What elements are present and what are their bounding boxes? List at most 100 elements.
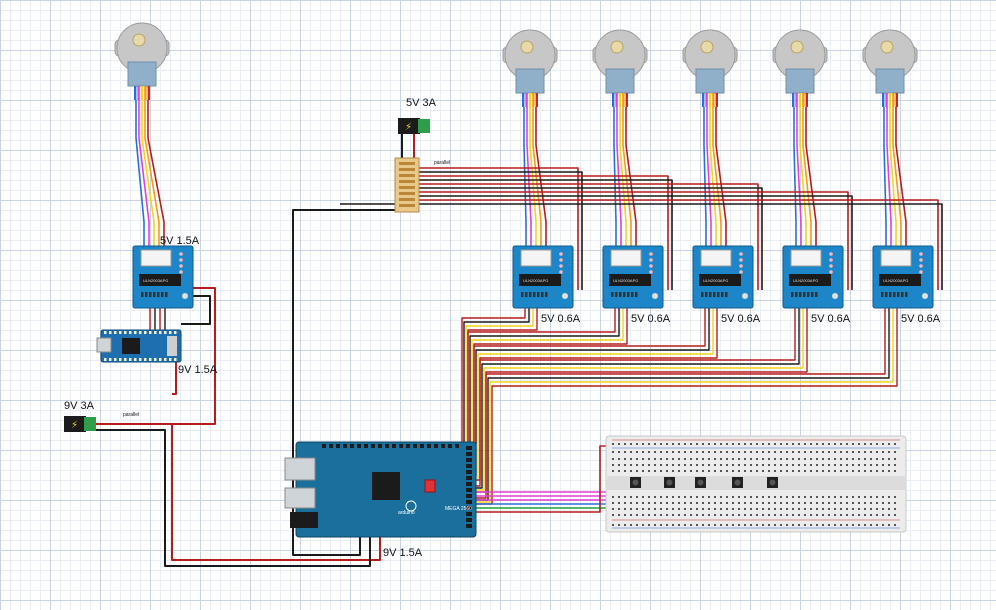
motor-lead-wire xyxy=(144,100,160,256)
breadboard-hole xyxy=(762,458,764,460)
breadboard-hole xyxy=(852,514,854,516)
breadboard-hole xyxy=(834,508,836,510)
breadboard-hole xyxy=(816,443,818,445)
nano-pin xyxy=(139,331,142,334)
stepper-driver-1: ULN2003APG xyxy=(132,245,194,309)
driver-signal-5 xyxy=(466,308,894,503)
driver-power-black-1 xyxy=(419,171,583,290)
stepper-motor-2 xyxy=(502,29,558,107)
mega-header-pin xyxy=(336,444,340,448)
breadboard-hole xyxy=(876,470,878,472)
breadboard-hole xyxy=(858,464,860,466)
motor-shaft xyxy=(610,40,624,54)
breadboard-hole xyxy=(858,496,860,498)
breadboard-hole xyxy=(726,458,728,460)
nano-pin xyxy=(169,358,172,361)
motor-shaft xyxy=(790,40,804,54)
breadboard-hole xyxy=(756,514,758,516)
breadboard-hole xyxy=(876,508,878,510)
breadboard-hole xyxy=(750,508,752,510)
driver-chip xyxy=(139,274,181,286)
arduino-logo-icon xyxy=(405,500,417,512)
driver-motor-connector xyxy=(140,249,172,267)
breadboard-hole xyxy=(846,514,848,516)
motor-wire-housing xyxy=(875,68,905,94)
driver-led xyxy=(739,258,743,262)
nano-pin xyxy=(134,331,137,334)
breadboard-hole xyxy=(618,443,620,445)
breadboard-hole xyxy=(738,508,740,510)
driver-led xyxy=(919,264,923,268)
breadboard-hole xyxy=(744,496,746,498)
breadboard-hole xyxy=(870,502,872,504)
breadboard-hole xyxy=(840,464,842,466)
breadboard-hole xyxy=(870,470,872,472)
breadboard-hole xyxy=(780,508,782,510)
breadboard-hole xyxy=(768,464,770,466)
nano-pin xyxy=(109,331,112,334)
breadboard-hole xyxy=(852,458,854,460)
driver-led xyxy=(829,252,833,256)
breadboard-hole xyxy=(624,508,626,510)
breadboard-hole xyxy=(660,470,662,472)
breadboard-hole xyxy=(750,502,752,504)
breadboard-hole xyxy=(882,443,884,445)
breadboard-hole xyxy=(750,451,752,453)
terminal-screw xyxy=(399,186,415,189)
driver-pin xyxy=(537,292,540,297)
motor-lead xyxy=(622,93,625,107)
mega-header-pin xyxy=(413,444,417,448)
breadboard-hole xyxy=(612,470,614,472)
nano-pin xyxy=(149,331,152,334)
breadboard-hole xyxy=(882,464,884,466)
breadboard-hole xyxy=(828,514,830,516)
breadboard-hole xyxy=(804,443,806,445)
breadboard-hole xyxy=(894,451,896,453)
motor-lead xyxy=(535,93,538,107)
breadboard-hole xyxy=(642,464,644,466)
breadboard-hole xyxy=(708,443,710,445)
breadboard-hole xyxy=(696,464,698,466)
breadboard-hole xyxy=(750,464,752,466)
driver-pin xyxy=(725,292,728,297)
breadboard-hole xyxy=(648,470,650,472)
motor-lead xyxy=(705,93,708,107)
terminal-screw xyxy=(399,162,415,165)
breadboard-hole xyxy=(660,514,662,516)
driver-signal-5 xyxy=(466,308,886,499)
motor-wire-housing xyxy=(605,68,635,94)
breadboard-hole xyxy=(858,458,860,460)
driver-led xyxy=(559,258,563,262)
breadboard-hole xyxy=(882,496,884,498)
breadboard-hole xyxy=(732,451,734,453)
breadboard-hole xyxy=(744,524,746,526)
mega-side-pin xyxy=(466,506,472,510)
breadboard-hole xyxy=(882,524,884,526)
breadboard-hole xyxy=(762,443,764,445)
breadboard-channel xyxy=(606,476,906,490)
nano-pin xyxy=(119,331,122,334)
driver-led xyxy=(649,252,653,256)
terminal-strip-body xyxy=(394,157,420,213)
breadboard-hole xyxy=(648,451,650,453)
breadboard-hole xyxy=(816,514,818,516)
breadboard-hole xyxy=(846,502,848,504)
stepper-motor-4 xyxy=(682,29,738,107)
breadboard-hole xyxy=(780,458,782,460)
breadboard-hole xyxy=(876,451,878,453)
breadboard-hole xyxy=(636,470,638,472)
stepper-driver-3: ULN2003APG xyxy=(602,245,664,309)
breadboard-hole xyxy=(858,443,860,445)
breadboard-hole xyxy=(888,458,890,460)
breadboard-hole xyxy=(648,508,650,510)
breadboard-hole xyxy=(618,502,620,504)
mega-side-pin xyxy=(466,476,472,480)
breadboard-hole xyxy=(834,496,836,498)
breadboard-hole xyxy=(654,496,656,498)
driver-mount-hole xyxy=(742,293,748,299)
breadboard-hole xyxy=(744,508,746,510)
breadboard-hole xyxy=(828,502,830,504)
motor-lead xyxy=(137,86,140,100)
breadboard-hole xyxy=(690,514,692,516)
breadboard-hole xyxy=(828,496,830,498)
